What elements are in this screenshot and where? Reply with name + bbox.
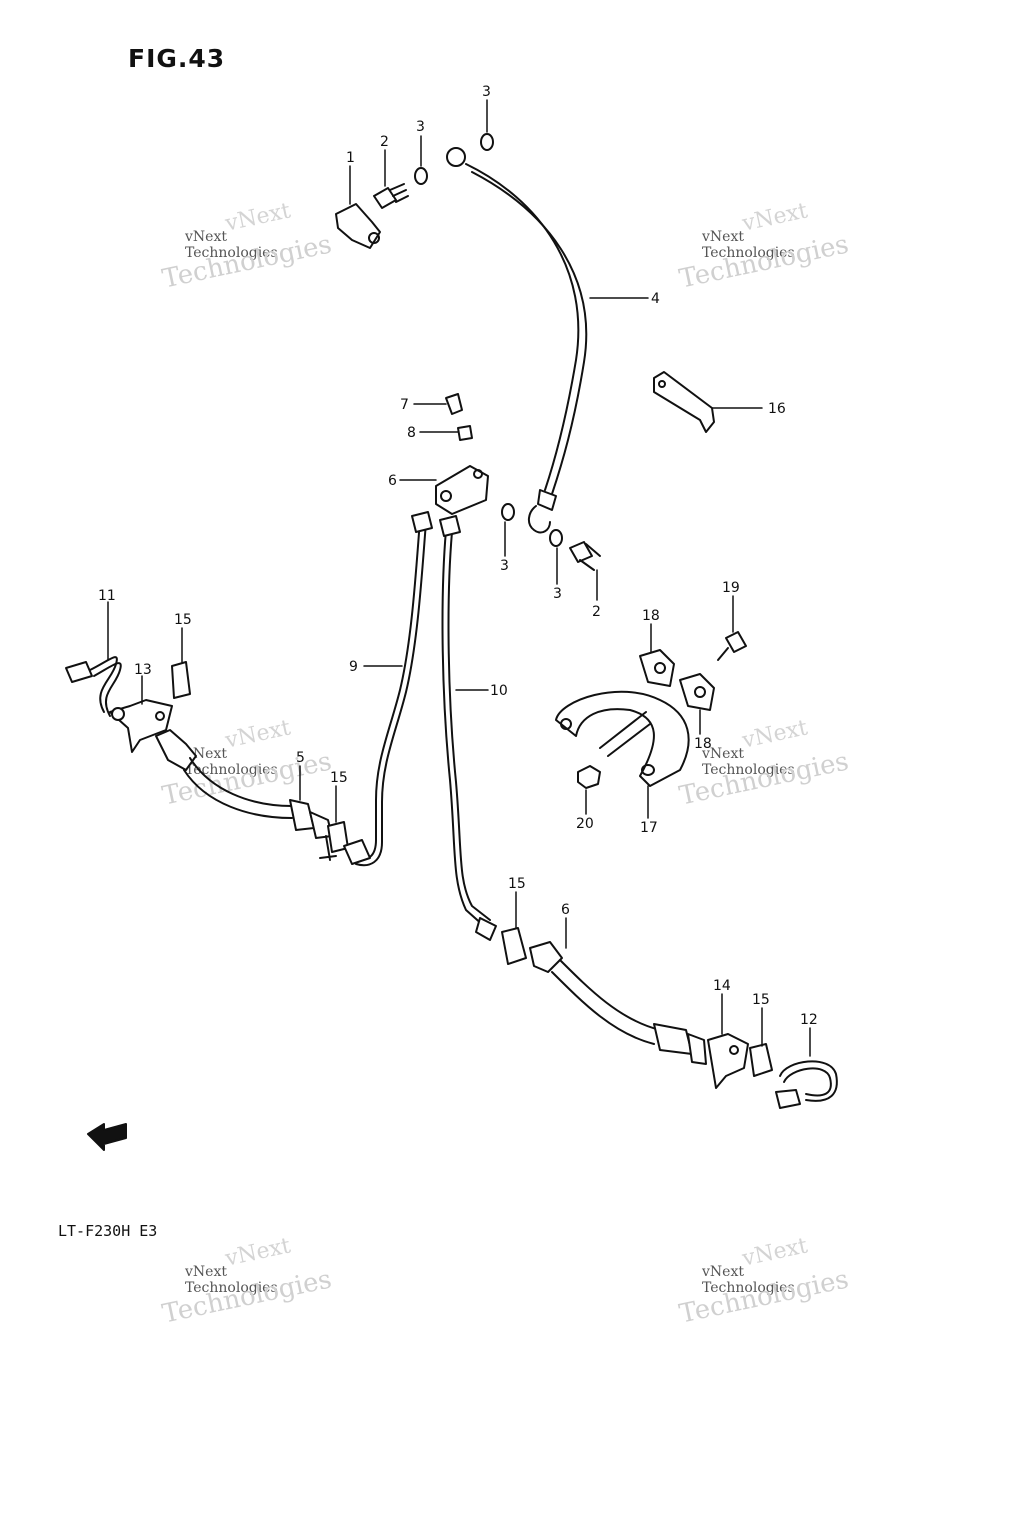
callout-16: 16	[768, 401, 786, 417]
callout-18: 18	[642, 608, 660, 624]
callout-6: 6	[561, 902, 570, 918]
callout-10: 10	[490, 683, 508, 699]
callout-3: 3	[500, 558, 509, 574]
part-2-bolt	[373, 183, 409, 209]
part-3-washer	[549, 529, 563, 547]
part-1-joint	[335, 203, 381, 249]
part-15-clip	[171, 661, 191, 699]
part-16-plate	[653, 371, 715, 433]
part-17-bracket	[555, 690, 690, 787]
callout-20: 20	[576, 816, 594, 832]
figure-title: FIG.43	[128, 44, 226, 73]
part-9-pipe	[355, 511, 433, 867]
callout-2: 2	[380, 134, 389, 150]
part-18-clamp	[679, 673, 715, 711]
callout-17: 17	[640, 820, 658, 836]
callout-1: 1	[346, 150, 355, 166]
leader-lines	[107, 99, 811, 1057]
part-15-clip	[749, 1043, 773, 1077]
part-5-hose-left	[155, 729, 337, 861]
callout-15: 15	[508, 876, 526, 892]
callout-18: 18	[694, 736, 712, 752]
part-13-bracket	[109, 699, 173, 753]
part-8-cap	[457, 425, 473, 441]
part-4-hose	[446, 147, 588, 534]
part-2-bolt	[569, 541, 601, 571]
part-3-washer	[480, 133, 494, 151]
callout-labels: 1 2 3 3 4 16 7 8 6 3 3 2 11 15 13 9 10 5…	[98, 84, 818, 1028]
callout-13: 13	[134, 662, 152, 678]
callout-3: 3	[416, 119, 425, 135]
callout-3: 3	[553, 586, 562, 602]
part-15-clip	[501, 927, 527, 965]
callout-7: 7	[400, 397, 409, 413]
callout-6: 6	[388, 473, 397, 489]
callout-12: 12	[800, 1012, 818, 1028]
callout-19: 19	[722, 580, 740, 596]
callout-14: 14	[713, 978, 731, 994]
part-3-washer	[501, 503, 515, 521]
callout-3: 3	[482, 84, 491, 100]
part-14-bracket	[707, 1033, 749, 1089]
part-20-nut	[577, 765, 601, 789]
part-6-joint	[435, 465, 489, 515]
part-3-washer	[414, 167, 428, 185]
part-7-bleeder	[445, 393, 463, 415]
callout-15: 15	[752, 992, 770, 1008]
part-12-line	[775, 1060, 838, 1109]
part-18-clamp	[639, 649, 675, 687]
callout-15: 15	[330, 770, 348, 786]
part-10-pipe	[439, 515, 497, 941]
callout-4: 4	[651, 291, 660, 307]
front-arrow-icon	[87, 1123, 127, 1151]
part-19-bolt	[717, 631, 747, 661]
part-11-line	[65, 656, 122, 717]
callout-2: 2	[592, 604, 601, 620]
model-label: LT-F230H E3	[58, 1222, 158, 1240]
part-6-hose-lower	[529, 941, 707, 1065]
callout-15: 15	[174, 612, 192, 628]
callout-11: 11	[98, 588, 116, 604]
callout-9: 9	[349, 659, 358, 675]
union-fitting	[343, 839, 371, 865]
callout-8: 8	[407, 425, 416, 441]
callout-5: 5	[296, 750, 305, 766]
